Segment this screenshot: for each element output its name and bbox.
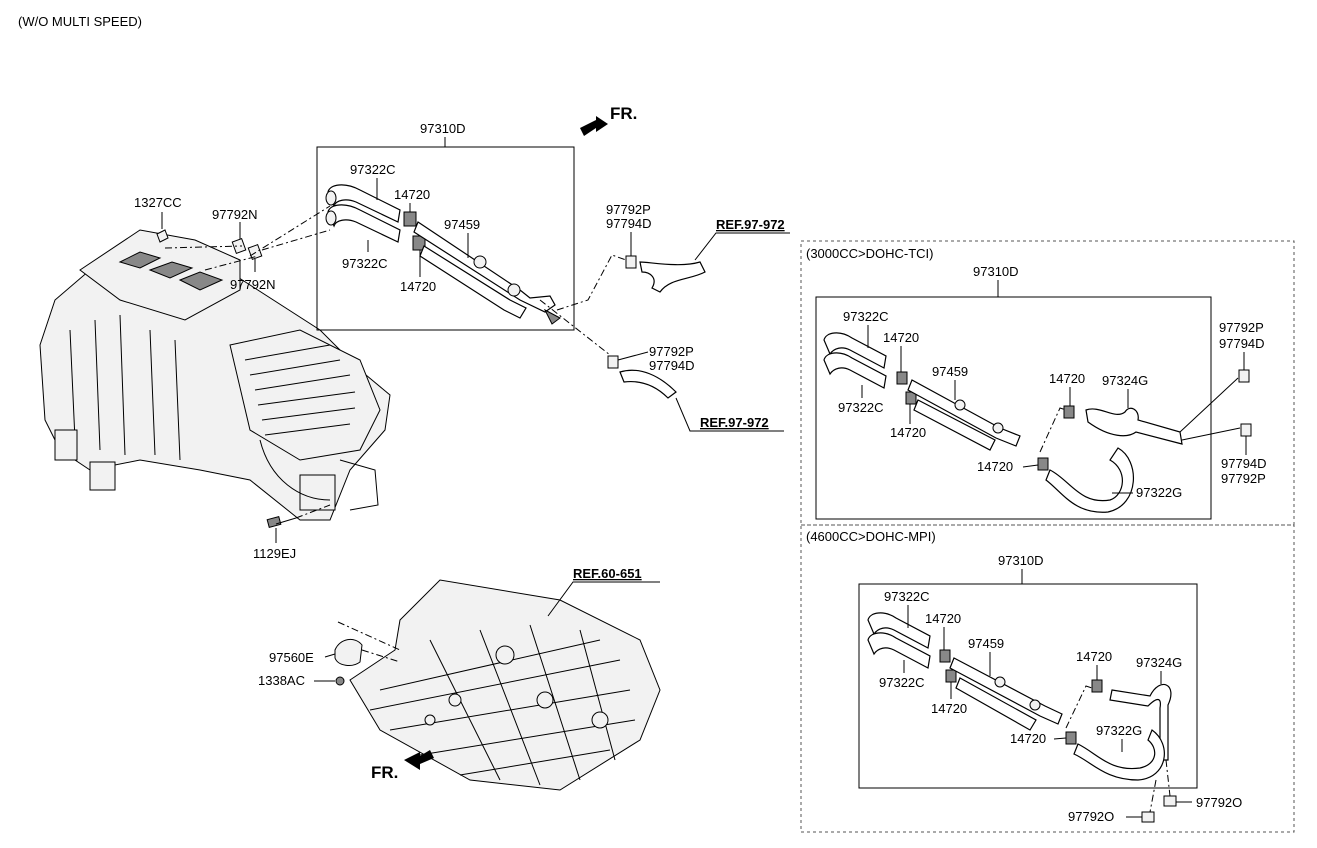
label-97794d-lower: 97794D	[649, 358, 695, 373]
connector-lower	[607, 355, 677, 399]
header-note: (W/O MULTI SPEED)	[18, 14, 142, 29]
tci-14720-lower: 14720	[890, 425, 926, 440]
label-97560e: 97560E	[269, 650, 314, 665]
mpi-97322c-lower: 97322C	[879, 675, 925, 690]
seal-97560e	[334, 638, 363, 686]
main-group-box	[316, 146, 575, 331]
mpi-14720-bottom: 14720	[1010, 731, 1046, 746]
variant-mpi-hoses	[867, 612, 1177, 823]
ref-97-972-upper: REF.97-972	[716, 217, 785, 232]
tci-14720-mid: 14720	[1049, 371, 1085, 386]
label-main-97459: 97459	[444, 217, 480, 232]
tci-97794d-top: 97794D	[1219, 336, 1265, 351]
variant-mpi-box	[858, 583, 1198, 789]
label-main-97322c-lower: 97322C	[342, 256, 388, 271]
tci-97792p-top: 97792P	[1219, 320, 1264, 335]
mpi-97322g: 97322G	[1096, 723, 1142, 738]
tci-97792p-right: 97792P	[1221, 471, 1266, 486]
mpi-97792o-left: 97792O	[1068, 809, 1114, 824]
ref-97-972-lower: REF.97-972	[700, 415, 769, 430]
mpi-14720-upper: 14720	[925, 611, 961, 626]
variant-tci-box	[815, 296, 1212, 520]
connector-upper	[625, 255, 706, 293]
fr-arrow-top-icon	[580, 116, 608, 136]
fr-arrow-bottom-icon	[404, 750, 434, 770]
label-1338ac: 1338AC	[258, 673, 305, 688]
variant-mpi-frame	[800, 524, 1295, 833]
mpi-97792o-right: 97792O	[1196, 795, 1242, 810]
variant-tci-hoses	[823, 332, 1252, 513]
mpi-97459: 97459	[968, 636, 1004, 651]
label-97792p-upper: 97792P	[606, 202, 651, 217]
tci-97322c-lower: 97322C	[838, 400, 884, 415]
fr-label-bottom: FR.	[371, 763, 398, 782]
label-main-97322c-upper: 97322C	[350, 162, 396, 177]
tci-14720-bottom: 14720	[977, 459, 1013, 474]
label-1129ej: 1129EJ	[253, 546, 296, 561]
tci-97459: 97459	[932, 364, 968, 379]
tci-97794d-right: 97794D	[1221, 456, 1267, 471]
label-97792p-lower: 97792P	[649, 344, 694, 359]
variant-tci-box-label: 97310D	[973, 264, 1019, 279]
mpi-14720-mid: 14720	[1076, 649, 1112, 664]
mpi-97324g: 97324G	[1136, 655, 1182, 670]
mpi-14720-lower: 14720	[931, 701, 967, 716]
main-hose-assembly	[325, 184, 561, 325]
variant-mpi-title: (4600CC>DOHC-MPI)	[806, 529, 936, 544]
label-main-14720-lower: 14720	[400, 279, 436, 294]
tci-97322g: 97322G	[1136, 485, 1182, 500]
clip-97792n	[231, 222, 263, 272]
label-main-14720-upper: 14720	[394, 187, 430, 202]
variant-tci-title: (3000CC>DOHC-TCI)	[806, 246, 934, 261]
label-97792n-upper: 97792N	[212, 207, 258, 222]
tci-14720-upper: 14720	[883, 330, 919, 345]
label-97792n-lower: 97792N	[230, 277, 276, 292]
bolt-1129ej	[266, 504, 331, 543]
nut-1327cc	[156, 212, 169, 243]
tci-97324g: 97324G	[1102, 373, 1148, 388]
main-box-label: 97310D	[420, 121, 466, 136]
tci-97322c-upper: 97322C	[843, 309, 889, 324]
variant-tci-frame	[800, 240, 1295, 526]
heater-unit-illustration	[39, 229, 391, 521]
variant-mpi-box-label: 97310D	[998, 553, 1044, 568]
mpi-97322c-upper: 97322C	[884, 589, 930, 604]
ref-60-651: REF.60-651	[573, 566, 642, 581]
floor-panel-illustration	[349, 579, 661, 791]
fr-label-top: FR.	[610, 104, 637, 123]
label-1327cc: 1327CC	[134, 195, 182, 210]
label-97794d-upper: 97794D	[606, 216, 652, 231]
